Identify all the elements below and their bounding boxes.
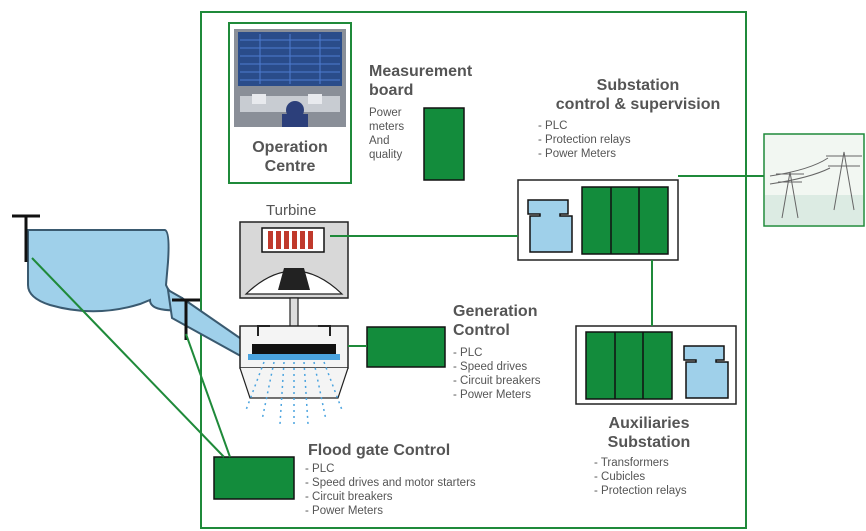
generation-title-line1: Generation [453, 303, 538, 320]
substation-item: - Power Meters [538, 148, 616, 160]
measurement-item: meters [369, 121, 405, 133]
auxiliaries-item: - Cubicles [594, 471, 646, 483]
measurement-board-title: Measurement board [369, 62, 472, 100]
flood-gate-item: - Speed drives and motor starters [305, 477, 476, 489]
measurement-board-title-line2: board [369, 82, 414, 99]
operation-centre-title-line2: Centre [264, 158, 316, 175]
auxiliaries-title: Auxiliaries Substation [594, 414, 704, 452]
generation-title-line2: Control [453, 322, 510, 339]
generation-item: - Speed drives [453, 361, 528, 373]
flood-gate-item: - Power Meters [305, 505, 383, 517]
auxiliaries-item: - Transformers [594, 457, 669, 469]
auxiliaries-item: - Protection relays [594, 485, 687, 497]
substation-item: - PLC [538, 120, 568, 132]
connection-lines [31, 175, 764, 458]
substation-control-title: Substation control & supervision [538, 76, 738, 114]
substation-switchgear-icon [517, 179, 679, 261]
operation-centre-title: Operation Centre [230, 138, 350, 176]
auxiliaries-items: - Transformers - Cubicles - Protection r… [594, 456, 687, 498]
measurement-item: quality [369, 149, 403, 161]
auxiliaries-switchgear-icon [575, 325, 737, 405]
substation-title-line2: control & supervision [555, 96, 721, 113]
measurement-board-panel [423, 107, 465, 181]
measurement-item: And [369, 135, 390, 147]
transmission-tower-icon [763, 133, 865, 227]
substation-title-line1: Substation [596, 77, 680, 94]
turbine-icon [239, 221, 349, 426]
measurement-board-title-line1: Measurement [369, 63, 473, 80]
flood-gate-item: - PLC [305, 463, 335, 475]
auxiliaries-title-line2: Substation [607, 434, 691, 451]
generation-control-title: Generation Control [453, 302, 537, 340]
generation-control-items: - PLC - Speed drives - Circuit breakers … [453, 346, 541, 402]
control-room-photo [228, 22, 352, 184]
measurement-board-items: Power meters And quality [369, 106, 404, 162]
generation-item: - Power Meters [453, 389, 531, 401]
measurement-item: Power [369, 107, 402, 119]
flood-gate-items: - PLC - Speed drives and motor starters … [305, 462, 476, 518]
generation-item: - Circuit breakers [453, 375, 541, 387]
flood-gate-item: - Circuit breakers [305, 491, 393, 503]
substation-control-items: - PLC - Protection relays - Power Meters [538, 119, 631, 161]
turbine-label: Turbine [266, 202, 317, 219]
generation-item: - PLC [453, 347, 483, 359]
operation-centre-title-line1: Operation [252, 139, 328, 156]
substation-item: - Protection relays [538, 134, 631, 146]
flood-gate-panel [213, 456, 295, 500]
auxiliaries-title-line1: Auxiliaries [608, 415, 690, 432]
plant-boundary [200, 11, 747, 529]
valve-icon [12, 214, 200, 340]
flood-gate-title: Flood gate Control [308, 442, 451, 459]
generation-control-panel [366, 326, 446, 368]
reservoir-icon [27, 229, 252, 362]
